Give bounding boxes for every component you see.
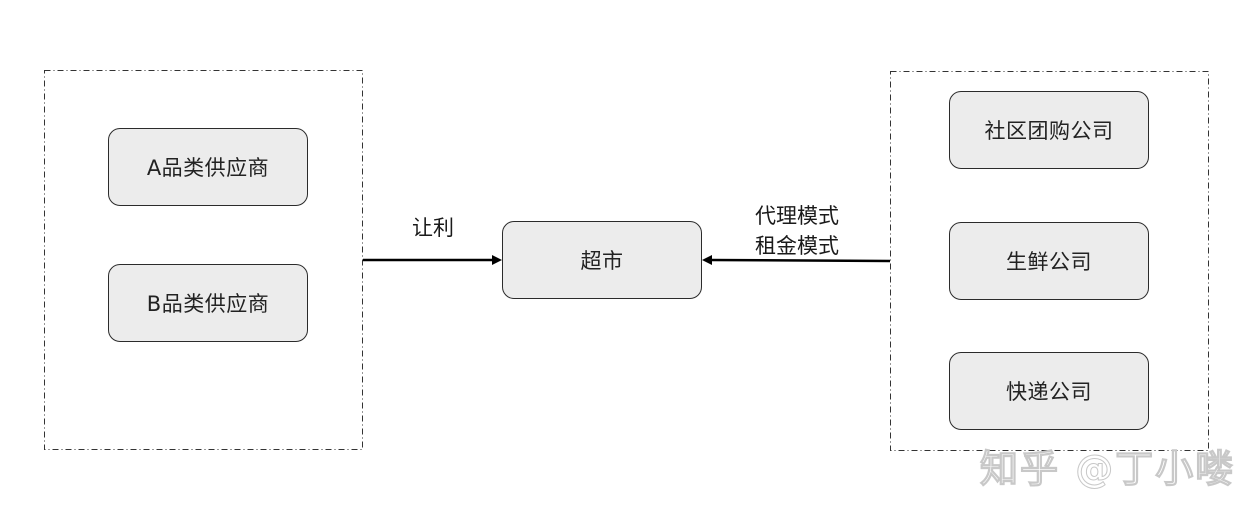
arrow-right-to-supermarket [702,255,891,265]
supplier-group-border [44,70,363,450]
node-supermarket: 超市 [502,221,702,299]
company-group [890,71,1209,451]
node-b-category-supplier: B品类供应商 [108,264,308,342]
supplier-group [44,70,363,450]
edge-label-agency-mode: 代理模式 [755,204,839,228]
edge-label-rent-mode: 租金模式 [755,234,839,258]
node-express-company: 快递公司 [949,352,1149,430]
node-community-group-buying: 社区团购公司 [949,91,1149,169]
arrow-left-to-supermarket [363,255,502,265]
node-a-category-supplier: A品类供应商 [108,128,308,206]
company-group-border [890,71,1209,451]
edge-label-concession: 让利 [412,216,454,240]
watermark-text: 知乎 @丁小喽 [979,447,1236,492]
node-fresh-food-company: 生鲜公司 [949,222,1149,300]
